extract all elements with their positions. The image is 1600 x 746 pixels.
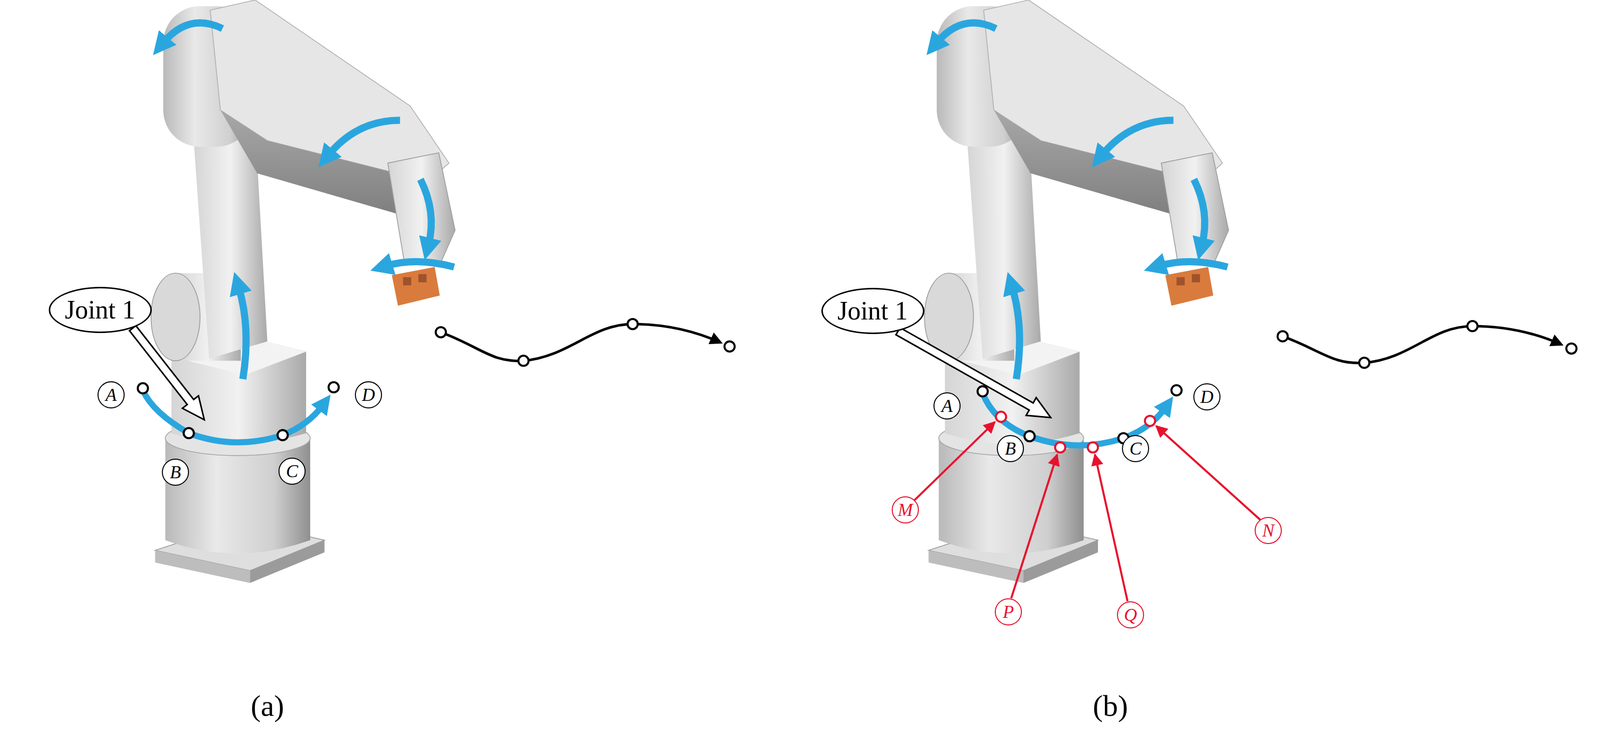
node-text: D: [1200, 388, 1214, 407]
waypoint: [1024, 431, 1035, 442]
added-point-label: N: [1254, 517, 1282, 545]
point-label: B: [161, 458, 190, 487]
node-text: M: [897, 501, 913, 520]
node-text: A: [941, 397, 953, 416]
point-label: A: [933, 392, 961, 420]
robot: [150, 0, 455, 584]
node-text: Q: [1123, 606, 1138, 625]
robot: [924, 0, 1229, 584]
waypoint: [1467, 321, 1478, 332]
node-text: D: [361, 386, 375, 405]
waypoint: [627, 319, 638, 330]
waypoint: [977, 386, 988, 397]
waypoint: [1359, 357, 1370, 368]
waypoint: [328, 382, 339, 393]
inserted-point: [1145, 416, 1156, 427]
node-text: B: [1004, 439, 1016, 458]
node-text: C: [1129, 439, 1142, 458]
trajectory: [440, 324, 721, 361]
point-label: D: [354, 381, 383, 409]
waypoint: [724, 341, 735, 352]
inserted-point: [995, 412, 1006, 423]
point-label: A: [97, 381, 125, 409]
panel-label: (a): [250, 689, 285, 724]
inserted-point: [1055, 442, 1066, 453]
leader-arrow: [1011, 454, 1058, 599]
waypoint: [183, 428, 194, 439]
node-text: Joint 1: [837, 298, 908, 325]
point-label: D: [1193, 383, 1221, 411]
point-label: C: [278, 457, 306, 486]
waypoint: [1566, 343, 1577, 354]
added-point-label: Q: [1116, 601, 1145, 629]
added-point-label: M: [891, 496, 919, 524]
joint1-arc: [142, 390, 323, 443]
node-text: P: [1002, 603, 1014, 622]
leader-arrow: [1094, 454, 1128, 602]
joint-callout: Joint 1: [48, 287, 152, 334]
pointer-arrow: [124, 322, 213, 427]
added-point-label: P: [994, 598, 1022, 626]
waypoint: [518, 355, 529, 366]
point-label: B: [996, 435, 1024, 463]
pointer-arrow: [892, 322, 1056, 427]
inserted-point: [1087, 442, 1098, 453]
node-text: B: [169, 463, 181, 482]
waypoint: [137, 383, 148, 394]
point-label: C: [1121, 435, 1150, 463]
node-text: A: [105, 386, 117, 405]
leader-arrow: [914, 422, 995, 501]
node-text: N: [1262, 521, 1275, 540]
node-text: C: [286, 462, 299, 481]
waypoint: [277, 430, 288, 441]
waypoint: [1277, 331, 1288, 342]
panel-label: (b): [1092, 689, 1128, 724]
trajectory: [1282, 326, 1562, 363]
waypoint: [435, 327, 446, 338]
joint-callout: Joint 1: [821, 288, 925, 335]
node-text: Joint 1: [64, 297, 136, 324]
waypoint: [1171, 385, 1182, 396]
leader-arrow: [1156, 426, 1261, 521]
